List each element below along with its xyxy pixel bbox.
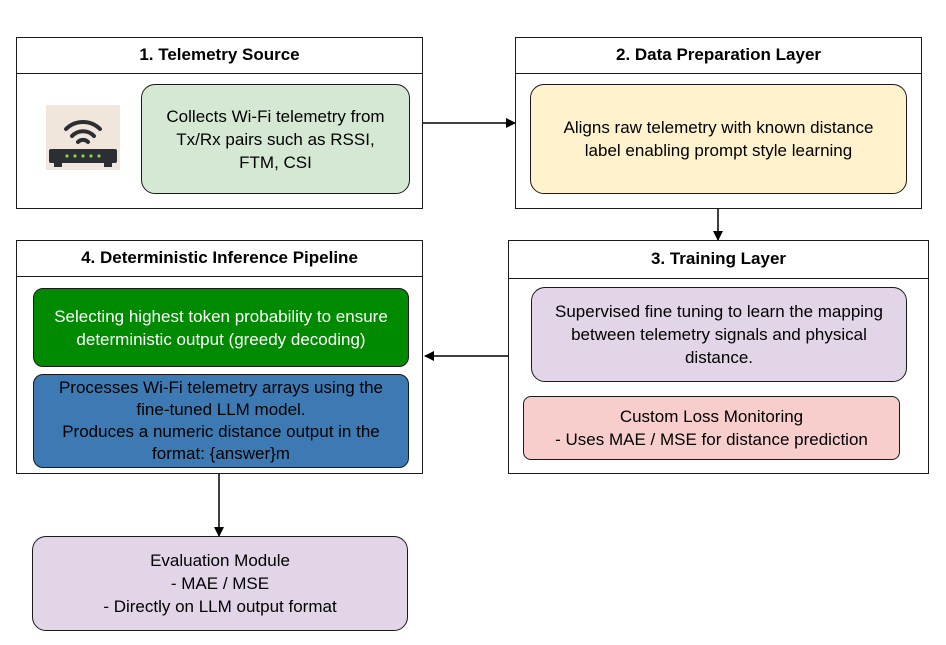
data-preparation-title: 2. Data Preparation Layer	[516, 38, 921, 74]
evaluation-module-box: Evaluation Module - MAE / MSE - Directly…	[32, 536, 408, 631]
telemetry-source-panel: 1. Telemetry Source Collects Wi-Fi telem…	[16, 37, 423, 209]
llm-processing-box: Processes Wi-Fi telemetry arrays using t…	[33, 374, 409, 468]
telemetry-source-title: 1. Telemetry Source	[17, 38, 422, 74]
training-panel: 3. Training Layer Supervised fine tuning…	[508, 240, 929, 474]
wifi-router-icon	[46, 105, 120, 170]
inference-panel: 4. Deterministic Inference Pipeline Sele…	[16, 240, 423, 474]
training-title: 3. Training Layer	[509, 241, 928, 279]
fine-tuning-box: Supervised fine tuning to learn the mapp…	[531, 287, 907, 382]
data-preparation-panel: 2. Data Preparation Layer Aligns raw tel…	[515, 37, 922, 209]
greedy-decoding-box: Selecting highest token probability to e…	[33, 288, 409, 367]
inference-title: 4. Deterministic Inference Pipeline	[17, 241, 422, 277]
collect-telemetry-box: Collects Wi-Fi telemetry from Tx/Rx pair…	[141, 84, 410, 194]
loss-monitoring-box: Custom Loss Monitoring - Uses MAE / MSE …	[523, 396, 900, 460]
align-telemetry-box: Aligns raw telemetry with known distance…	[530, 84, 907, 194]
